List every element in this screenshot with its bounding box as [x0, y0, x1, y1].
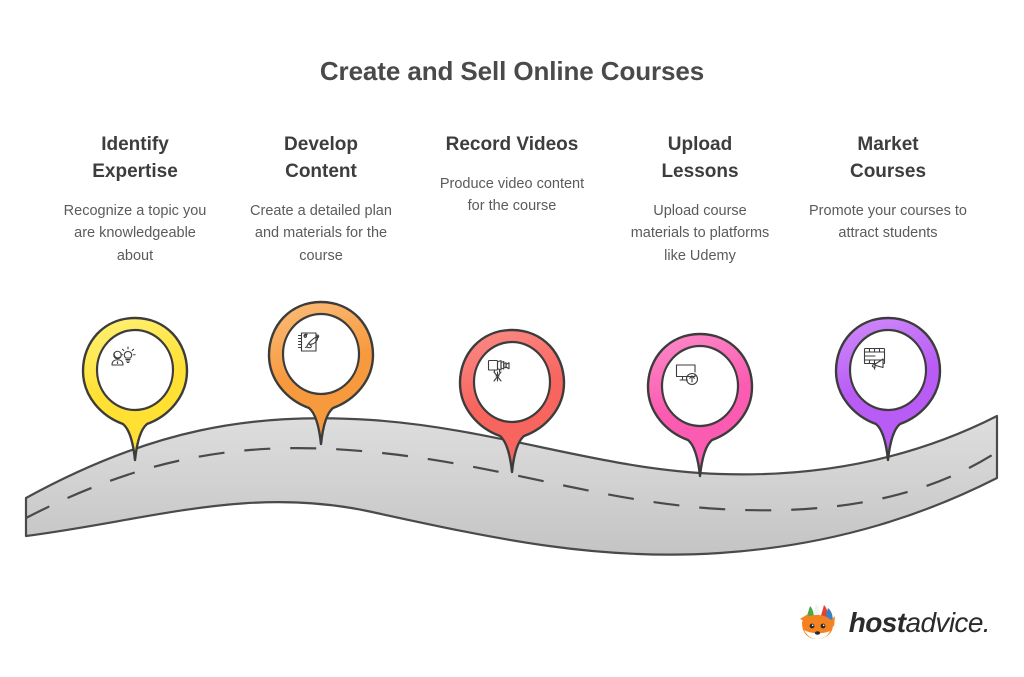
map-pin-1[interactable]	[73, 314, 197, 466]
pin-inner-circle	[95, 328, 175, 412]
step-heading: Identify Expertise	[92, 134, 178, 182]
fox-mascot-icon	[799, 604, 835, 639]
page-title: Create and Sell Online Courses	[319, 56, 705, 86]
step-heading: Market Courses	[849, 134, 927, 182]
step-description: Recognize a topic you are knowledgeable …	[63, 202, 207, 264]
video-camera-tripod-icon	[487, 359, 510, 382]
step-heading: Develop Content	[284, 134, 358, 182]
pin-inner-circle	[848, 328, 928, 412]
logo-text-host: host	[848, 607, 906, 638]
map-pin-5[interactable]	[826, 314, 950, 466]
logo-text-advice: advice.	[905, 607, 990, 638]
step-heading: Upload Lessons	[661, 134, 739, 182]
map-pin-4[interactable]	[638, 330, 762, 482]
notebook-quill-icon	[297, 332, 320, 352]
step-description: Promote your courses to attract students	[809, 202, 967, 242]
filmstrip-megaphone-icon	[863, 347, 886, 370]
person-lightbulb-icon	[111, 346, 136, 366]
pin-inner-circle	[472, 340, 552, 424]
map-pin-2[interactable]	[259, 298, 383, 450]
step-heading: Record Videos	[445, 134, 579, 155]
logo-wordmark: hostadvice.	[848, 607, 991, 638]
pin-inner-circle	[281, 312, 361, 396]
step-description: Produce video content for the course	[439, 175, 585, 215]
map-pin-3[interactable]	[450, 326, 574, 478]
hostadvice-logo[interactable]: hostadvice.	[794, 603, 991, 643]
pin-inner-circle	[660, 344, 740, 428]
step-description: Upload course materials to platforms lik…	[630, 202, 770, 264]
step-description: Create a detailed plan and materials for…	[250, 202, 392, 264]
monitor-upload-icon	[675, 364, 699, 386]
